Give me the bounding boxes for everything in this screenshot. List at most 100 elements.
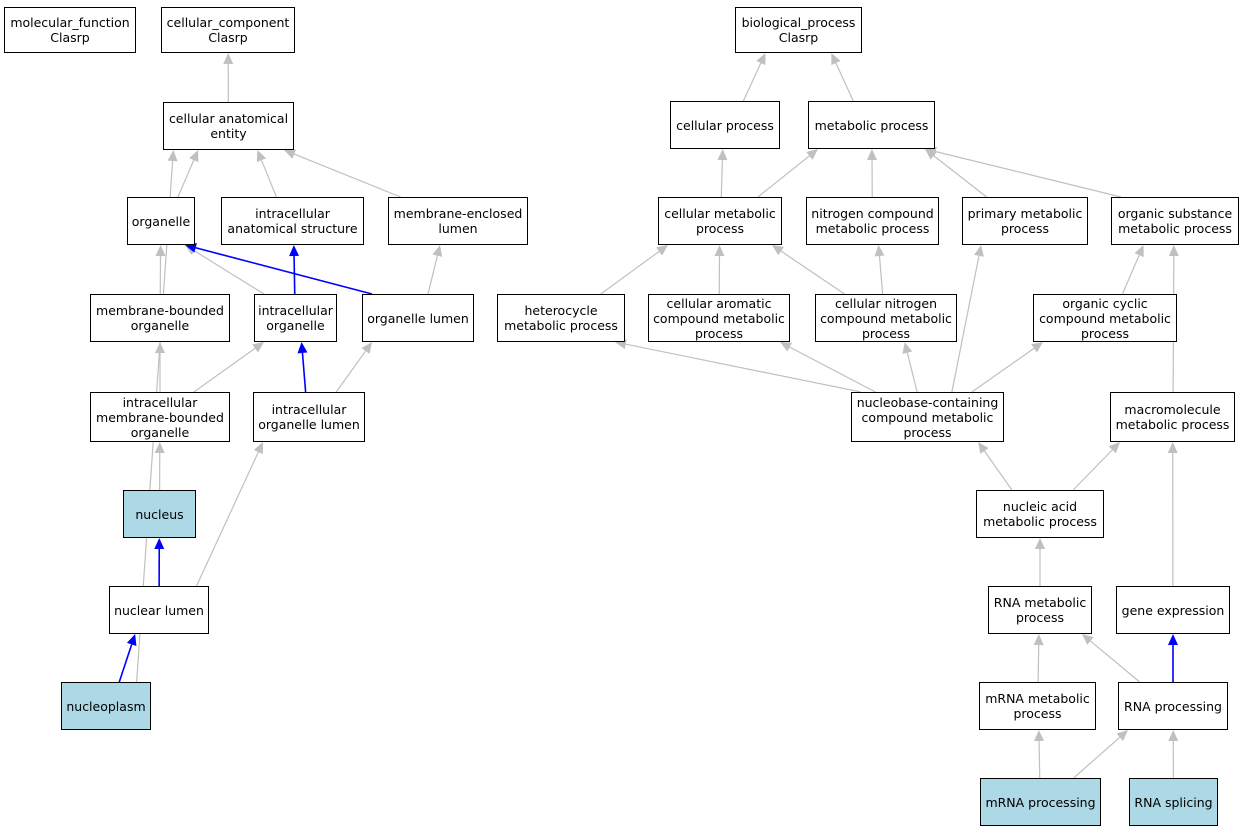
edge-is_a bbox=[195, 451, 259, 587]
edge-is_a bbox=[1090, 640, 1141, 683]
edge-is_a bbox=[1037, 644, 1040, 683]
node-heterocycle-metabolic-process[interactable]: heterocycle metabolic process bbox=[497, 294, 625, 342]
edge-arrowhead bbox=[1035, 538, 1045, 549]
edge-is_a bbox=[1038, 740, 1041, 779]
edge-is_a bbox=[194, 250, 265, 295]
node-nuclear-lumen[interactable]: nuclear lumen bbox=[109, 586, 209, 634]
edge-arrowhead bbox=[874, 245, 885, 257]
edge-part_of bbox=[301, 352, 307, 393]
node-membrane-bounded-organelle[interactable]: membrane-bounded organelle bbox=[90, 294, 230, 342]
node-rna-processing[interactable]: RNA processing bbox=[1118, 682, 1228, 730]
node-cellular-component[interactable]: cellular_component Clasrp bbox=[161, 7, 295, 53]
edge-is_a bbox=[835, 62, 854, 102]
edge-arrowhead bbox=[126, 634, 137, 647]
edge-arrowhead bbox=[253, 442, 263, 455]
node-nucleobase-containing-compound-metabolic-process[interactable]: nucleobase-containing compound metabolic… bbox=[851, 392, 1004, 442]
edge-arrowhead bbox=[978, 442, 989, 454]
edge-is_a bbox=[983, 450, 1013, 491]
edge-is_a bbox=[427, 255, 438, 295]
node-intracellular-organelle[interactable]: intracellular organelle bbox=[254, 294, 337, 342]
node-organelle-lumen[interactable]: organelle lumen bbox=[362, 294, 474, 342]
node-rna-splicing[interactable]: RNA splicing bbox=[1129, 778, 1218, 826]
edge-arrowhead bbox=[1108, 442, 1120, 454]
edge-part_of bbox=[118, 644, 133, 683]
edge-arrowhead bbox=[772, 245, 784, 256]
edge-is_a bbox=[935, 151, 1122, 198]
node-mrna-processing[interactable]: mRNA processing bbox=[980, 778, 1101, 826]
node-membrane-enclosed-lumen[interactable]: membrane-enclosed lumen bbox=[388, 197, 528, 245]
edge-arrowhead bbox=[1134, 245, 1144, 258]
node-nucleus[interactable]: nucleus bbox=[123, 490, 196, 538]
node-intracellular-anatomical-structure[interactable]: intracellular anatomical structure bbox=[221, 197, 364, 245]
node-nitrogen-compound-metabolic-process[interactable]: nitrogen compound metabolic process bbox=[806, 197, 939, 245]
edge-arrowhead bbox=[154, 538, 165, 550]
node-mrna-metabolic-process[interactable]: mRNA metabolic process bbox=[979, 682, 1096, 730]
edge-arrowhead bbox=[289, 245, 300, 257]
edge-arrowhead bbox=[1168, 730, 1179, 742]
edge-is_a bbox=[757, 155, 810, 198]
node-cellular-metabolic-process[interactable]: cellular metabolic process bbox=[658, 197, 782, 245]
node-cellular-anatomical-entity[interactable]: cellular anatomical entity bbox=[163, 102, 294, 150]
edge-arrowhead bbox=[252, 342, 264, 353]
edge-arrowhead bbox=[1168, 634, 1178, 645]
edge-is_a bbox=[177, 159, 195, 198]
edge-is_a bbox=[260, 159, 278, 198]
edge-arrowhead bbox=[1082, 634, 1094, 645]
node-cellular-nitrogen-compound-metabolic-process[interactable]: cellular nitrogen compound metabolic pro… bbox=[815, 294, 957, 342]
edge-arrowhead bbox=[974, 245, 984, 257]
edge-arrowhead bbox=[1168, 245, 1179, 257]
edge-arrowhead bbox=[297, 342, 308, 354]
edge-is_a bbox=[933, 155, 987, 198]
edge-is_a bbox=[789, 346, 876, 393]
edge-arrowhead bbox=[154, 442, 165, 454]
edge-is_a bbox=[780, 250, 845, 295]
node-organelle[interactable]: organelle bbox=[127, 197, 195, 245]
edge-is_a bbox=[1073, 736, 1121, 779]
edge-arrowhead bbox=[1031, 342, 1043, 353]
edge-arrowhead bbox=[756, 53, 766, 66]
edge-arrowhead bbox=[780, 342, 793, 352]
edge-arrowhead bbox=[806, 149, 818, 160]
node-nucleoplasm[interactable]: nucleoplasm bbox=[61, 682, 151, 730]
edge-arrowhead bbox=[1033, 634, 1044, 646]
node-biological-process[interactable]: biological_process Clasrp bbox=[735, 7, 862, 53]
edge-arrowhead bbox=[432, 245, 443, 257]
edge-is_a bbox=[951, 255, 980, 393]
edge-arrowhead bbox=[656, 245, 668, 256]
node-rna-metabolic-process[interactable]: RNA metabolic process bbox=[988, 586, 1092, 634]
edge-arrowhead bbox=[925, 146, 937, 157]
edge-is_a bbox=[1121, 254, 1140, 295]
edge-is_a bbox=[625, 343, 862, 393]
edge-is_a bbox=[742, 62, 762, 102]
edge-arrowhead bbox=[155, 342, 165, 353]
edge-arrowhead bbox=[223, 53, 234, 65]
edge-arrowhead bbox=[1116, 730, 1128, 742]
edge-arrowhead bbox=[167, 150, 178, 162]
edge-arrowhead bbox=[717, 149, 728, 161]
edge-arrowhead bbox=[189, 150, 199, 163]
edge-arrowhead bbox=[1034, 730, 1045, 742]
edge-is_a bbox=[293, 153, 401, 198]
edge-arrowhead bbox=[185, 242, 197, 253]
node-organic-substance-metabolic-process[interactable]: organic substance metabolic process bbox=[1111, 197, 1239, 245]
edge-arrowhead bbox=[256, 150, 267, 163]
node-macromolecule-metabolic-process[interactable]: macromolecule metabolic process bbox=[1110, 392, 1235, 442]
node-organic-cyclic-compound-metabolic-process[interactable]: organic cyclic compound metabolic proces… bbox=[1033, 294, 1177, 342]
node-nucleic-acid-metabolic-process[interactable]: nucleic acid metabolic process bbox=[976, 490, 1104, 538]
node-metabolic-process[interactable]: metabolic process bbox=[808, 101, 935, 149]
node-gene-expression[interactable]: gene expression bbox=[1116, 586, 1230, 634]
node-cellular-aromatic-compound-metabolic-process[interactable]: cellular aromatic compound metabolic pro… bbox=[648, 294, 790, 342]
edge-is_a bbox=[971, 347, 1035, 393]
edge-is_a bbox=[906, 352, 918, 393]
edge-is_a bbox=[600, 250, 660, 295]
node-molecular-function[interactable]: molecular_function Clasrp bbox=[4, 7, 136, 53]
node-cellular-process[interactable]: cellular process bbox=[670, 101, 780, 149]
edge-part_of bbox=[293, 255, 296, 295]
edge-arrowhead bbox=[155, 245, 166, 257]
node-intracellular-organelle-lumen[interactable]: intracellular organelle lumen bbox=[253, 392, 365, 442]
node-primary-metabolic-process[interactable]: primary metabolic process bbox=[962, 197, 1088, 245]
node-intracellular-membrane-bounded-organelle[interactable]: intracellular membrane-bounded organelle bbox=[90, 392, 230, 442]
edge-is_a bbox=[878, 255, 884, 295]
edge-arrowhead bbox=[714, 245, 725, 257]
